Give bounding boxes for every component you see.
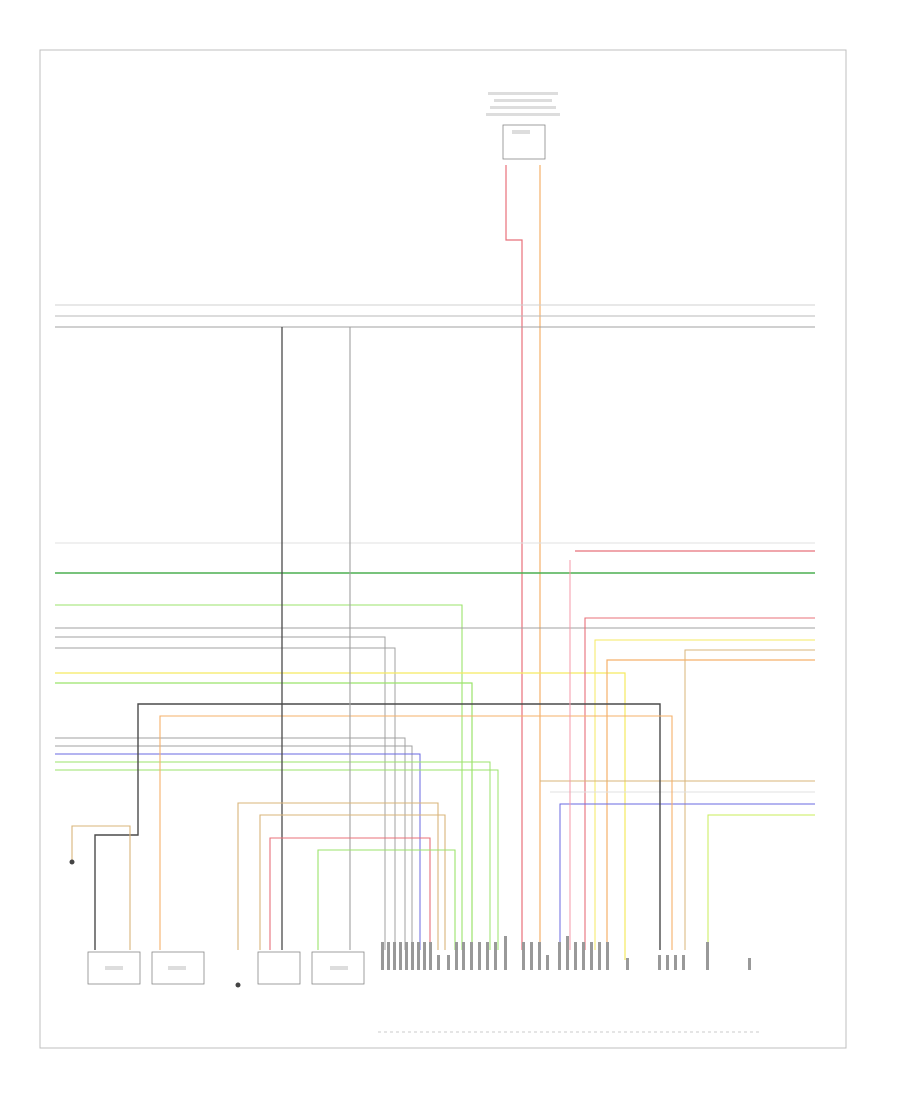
module-connector-pins <box>381 936 751 970</box>
wire-black-loop <box>94 703 661 950</box>
ground-symbol-1 <box>69 859 75 865</box>
bus-lines <box>55 304 815 960</box>
component-2 <box>151 951 205 985</box>
top-component <box>486 92 560 160</box>
wire-red-top <box>505 165 523 950</box>
component-3 <box>257 951 301 985</box>
bottom-components <box>69 859 365 988</box>
wire-orange-mid <box>159 715 673 950</box>
ground-symbol-2 <box>235 982 241 988</box>
vertical-wires <box>71 327 456 950</box>
diagram-frame <box>39 49 847 1049</box>
top-wires <box>505 165 541 950</box>
lower-bus <box>55 737 815 950</box>
